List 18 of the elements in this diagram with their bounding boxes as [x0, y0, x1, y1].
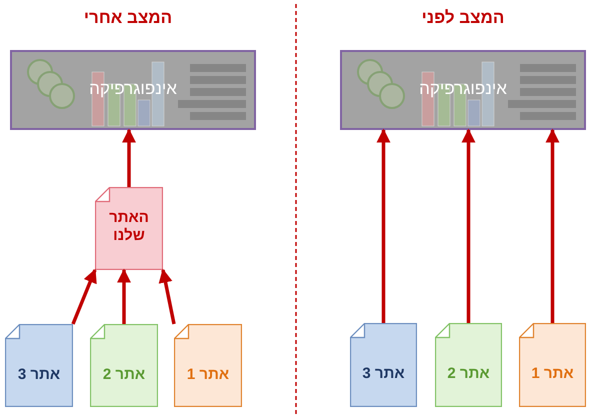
document-label: האתר שלנו [108, 209, 150, 245]
document-label: אתר 3 [16, 366, 62, 384]
document-label: אתר 1 [186, 366, 230, 384]
arrow [117, 268, 131, 324]
document-label: אתר 1 [530, 365, 575, 383]
arrow [462, 128, 476, 323]
arrow [158, 268, 176, 324]
document-label: אתר 3 [361, 365, 406, 383]
document-label: אתר 2 [446, 365, 491, 383]
infographic-label: אינפוגרפיקה [418, 79, 508, 99]
arrow [122, 128, 136, 187]
arrow [376, 128, 390, 323]
arrow [546, 128, 560, 323]
arrow [71, 268, 97, 325]
infographic-label: אינפוגרפיקה [88, 79, 178, 99]
heading: המצב אחרי [84, 8, 172, 28]
heading: המצב לפני [422, 8, 504, 28]
document-label: אתר 2 [102, 366, 146, 384]
